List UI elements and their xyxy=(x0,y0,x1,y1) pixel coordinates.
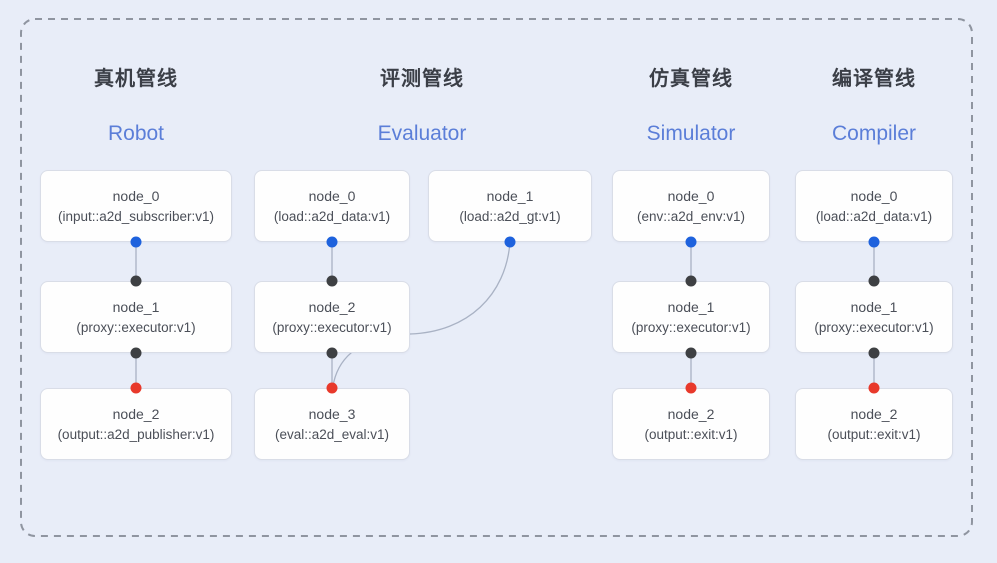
port-dot-red xyxy=(326,382,338,394)
port-dot-blue xyxy=(868,236,880,248)
node-type: (proxy::executor:v1) xyxy=(272,319,392,335)
pipeline-title-en: Compiler xyxy=(831,122,917,145)
port-dot-red xyxy=(868,382,880,394)
node-type: (proxy::executor:v1) xyxy=(631,319,751,335)
node-type: (output::a2d_publisher:v1) xyxy=(57,426,215,442)
node-name: node_1 xyxy=(112,298,160,315)
node-box-evaluator-node3: node_3 (eval::a2d_eval:v1) xyxy=(254,388,410,460)
node-box-compiler-node2: node_2 (output::exit:v1) xyxy=(795,388,953,460)
node-box-evaluator-node2: node_2 (proxy::executor:v1) xyxy=(254,281,410,353)
node-box-evaluator-node1: node_1 (load::a2d_gt:v1) xyxy=(428,170,592,242)
pipeline-title-en: Evaluator xyxy=(377,122,467,145)
node-type: (load::a2d_gt:v1) xyxy=(459,208,561,224)
port-dot-black xyxy=(130,347,142,359)
port-dot-red xyxy=(130,382,142,394)
pipeline-title-cn: 评测管线 xyxy=(380,68,464,90)
node-name: node_1 xyxy=(667,298,715,315)
port-dot-black xyxy=(326,275,338,287)
node-name: node_2 xyxy=(850,405,898,422)
node-name: node_0 xyxy=(112,187,160,204)
pipeline-title-cn: 编译管线 xyxy=(832,68,916,90)
node-name: node_2 xyxy=(112,405,160,422)
node-name: node_0 xyxy=(667,187,715,204)
port-dot-black xyxy=(326,347,338,359)
connector-curve-gt-to-eval xyxy=(332,241,511,387)
node-box-robot-node0: node_0 (input::a2d_subscriber:v1) xyxy=(40,170,232,242)
node-name: node_0 xyxy=(850,187,898,204)
port-dot-blue xyxy=(504,236,516,248)
node-type: (proxy::executor:v1) xyxy=(814,319,934,335)
node-name: node_1 xyxy=(486,187,534,204)
port-dot-black xyxy=(868,275,880,287)
node-name: node_0 xyxy=(308,187,356,204)
port-dot-red xyxy=(685,382,697,394)
node-box-simulator-node2: node_2 (output::exit:v1) xyxy=(612,388,770,460)
port-dot-black xyxy=(868,347,880,359)
node-type: (load::a2d_data:v1) xyxy=(273,208,391,224)
node-name: node_3 xyxy=(308,405,356,422)
node-name: node_2 xyxy=(667,405,715,422)
port-dot-black xyxy=(685,347,697,359)
node-type: (env::a2d_env:v1) xyxy=(636,208,746,224)
port-dot-black xyxy=(685,275,697,287)
port-dot-blue xyxy=(326,236,338,248)
pipeline-title-en: Simulator xyxy=(646,122,736,145)
pipeline-title-cn: 真机管线 xyxy=(94,68,178,90)
node-type: (input::a2d_subscriber:v1) xyxy=(57,208,215,224)
port-dot-black xyxy=(130,275,142,287)
node-type: (output::exit:v1) xyxy=(644,426,738,442)
node-type: (output::exit:v1) xyxy=(827,426,921,442)
port-dot-blue xyxy=(130,236,142,248)
node-box-robot-node2: node_2 (output::a2d_publisher:v1) xyxy=(40,388,232,460)
pipeline-title-cn: 仿真管线 xyxy=(649,68,733,90)
node-type: (proxy::executor:v1) xyxy=(76,319,196,335)
node-type: (eval::a2d_eval:v1) xyxy=(274,426,390,442)
pipeline-title-en: Robot xyxy=(107,122,165,145)
node-name: node_2 xyxy=(308,298,356,315)
port-dot-blue xyxy=(685,236,697,248)
node-box-simulator-node0: node_0 (env::a2d_env:v1) xyxy=(612,170,770,242)
node-box-robot-node1: node_1 (proxy::executor:v1) xyxy=(40,281,232,353)
dashed-frame-border xyxy=(20,18,973,537)
node-type: (load::a2d_data:v1) xyxy=(815,208,933,224)
node-box-compiler-node0: node_0 (load::a2d_data:v1) xyxy=(795,170,953,242)
node-name: node_1 xyxy=(850,298,898,315)
